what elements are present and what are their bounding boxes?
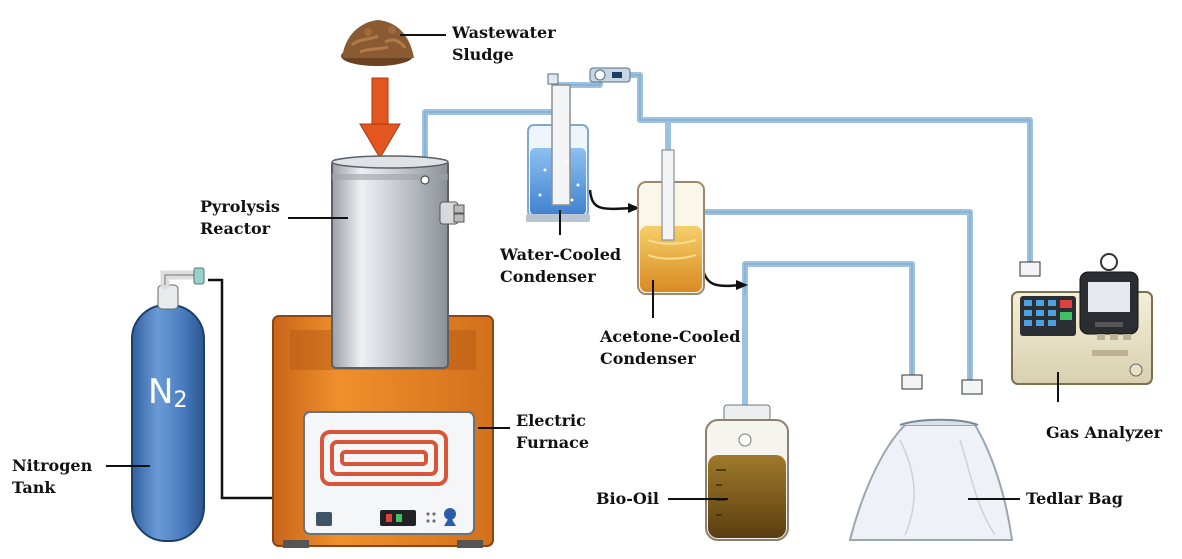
- label-water-cooled-condenser: Water-Cooled Condenser: [500, 244, 621, 288]
- label-line: Electric: [516, 411, 586, 430]
- sludge-pile-icon: [341, 20, 414, 66]
- valve-icon: [547, 67, 631, 85]
- label-electric-furnace: Electric Furnace: [516, 410, 589, 454]
- water-cooled-condenser: [526, 84, 590, 222]
- label-tedlar-bag: Tedlar Bag: [1026, 488, 1123, 510]
- tedlar-bag: [848, 374, 1014, 541]
- acetone-cooled-condenser: [637, 149, 705, 295]
- label-bio-oil: Bio-Oil: [596, 488, 659, 510]
- hose-arrow: [736, 280, 748, 290]
- label-line: Acetone-Cooled: [600, 327, 741, 346]
- hose-arrow: [628, 203, 640, 213]
- nitrogen-formula: N2: [148, 372, 188, 413]
- label-line: Gas Analyzer: [1046, 423, 1163, 442]
- water-condenser-vent-pipe: [557, 72, 1033, 268]
- power-knob-icon: [444, 508, 456, 526]
- formula-symbol: N: [148, 372, 174, 412]
- label-line: Furnace: [516, 433, 590, 452]
- label-line: Bio-Oil: [596, 489, 660, 508]
- pyrolysis-reactor: [331, 155, 465, 369]
- label-line: Wastewater: [452, 23, 556, 42]
- label-line: Tank: [12, 478, 56, 497]
- label-line: Nitrogen: [12, 456, 93, 475]
- formula-subscript: 2: [173, 388, 188, 413]
- nitrogen-tank: [131, 267, 205, 542]
- label-line: Tedlar Bag: [1026, 489, 1123, 508]
- label-pyrolysis-reactor: Pyrolysis Reactor: [200, 196, 280, 240]
- label-gas-analyzer: Gas Analyzer: [1046, 422, 1162, 444]
- bio-oil-to-tedlar-pipe: [742, 261, 915, 383]
- label-line: Water-Cooled: [500, 245, 622, 264]
- leader-lines: [106, 34, 1059, 500]
- label-line: Condenser: [500, 267, 596, 286]
- gas-analyzer: [1011, 253, 1153, 385]
- label-line: Sludge: [452, 45, 514, 64]
- label-nitrogen-tank: Nitrogen Tank: [12, 455, 92, 499]
- label-line: Condenser: [600, 349, 696, 368]
- label-wastewater-sludge: Wastewater Sludge: [452, 22, 556, 66]
- electric-furnace: [272, 315, 494, 548]
- label-acetone-cooled-condenser: Acetone-Cooled Condenser: [600, 326, 740, 370]
- feed-arrow: [359, 77, 401, 159]
- label-line: Reactor: [200, 219, 271, 238]
- label-line: Pyrolysis: [200, 197, 280, 216]
- heating-coil-icon: [320, 430, 448, 486]
- bio-oil-bottle: [705, 404, 789, 541]
